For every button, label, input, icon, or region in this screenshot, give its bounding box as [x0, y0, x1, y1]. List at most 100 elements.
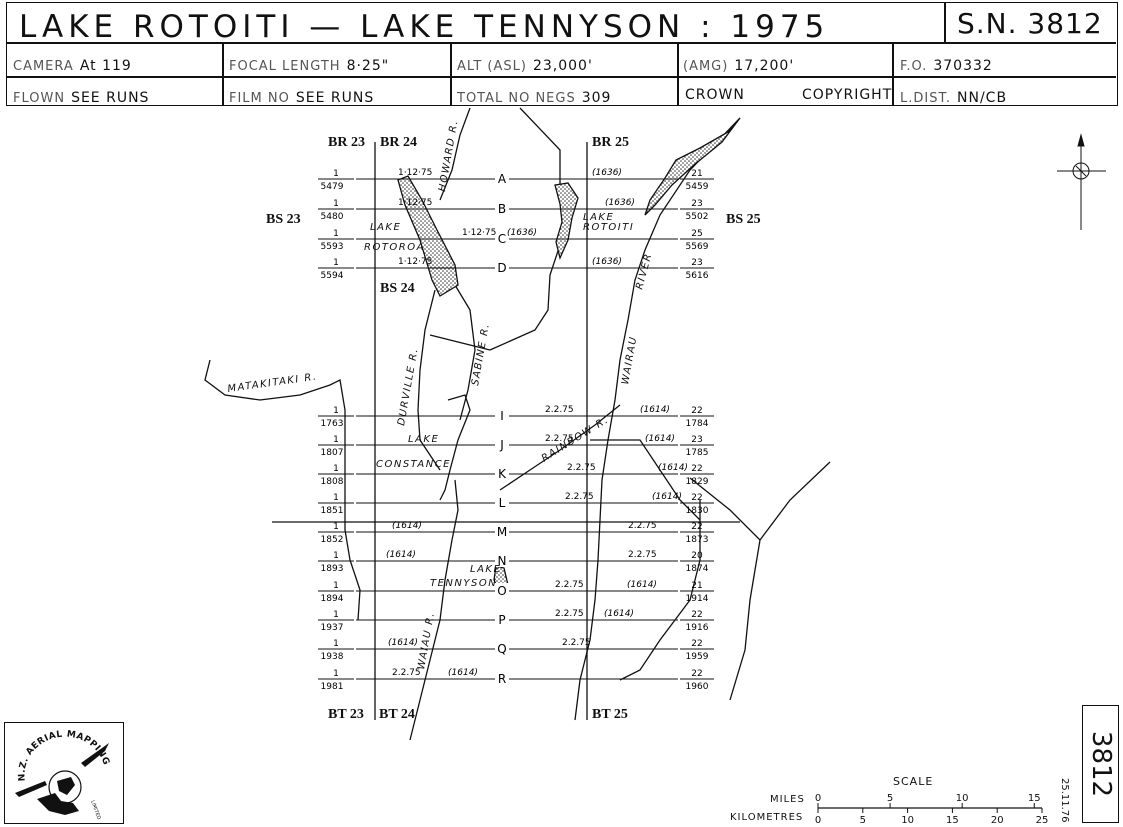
run-id-I: I — [500, 409, 504, 423]
run-left-neg: 1807 — [321, 448, 344, 458]
run-note: (1614) — [645, 434, 675, 444]
logo-subtext: LIMITED — [89, 800, 102, 821]
run-note: (1614) — [627, 580, 657, 590]
run-right-number: 22 — [691, 610, 702, 620]
nz-aerial-mapping-logo: N.Z. AERIAL MAPPING LIMITED — [4, 722, 124, 824]
run-right-number: 20 — [691, 551, 703, 561]
grid-bs25: BS 25 — [726, 212, 761, 227]
far-east-tributary — [729, 539, 761, 701]
run-letter-bg — [495, 641, 509, 655]
run-left-number: 1 — [333, 610, 339, 620]
grid-br25: BR 25 — [592, 135, 629, 150]
run-left-number: 1 — [333, 551, 339, 561]
run-id-M: M — [497, 525, 507, 539]
run-right-neg: 5459 — [686, 182, 709, 192]
run-note: (1636) — [592, 168, 622, 178]
run-note: 2.2.75 — [567, 463, 596, 473]
run-right-neg: 1873 — [686, 535, 709, 545]
lake-rotoroa — [397, 175, 459, 297]
camera-label: CAMERA — [13, 59, 74, 74]
run-left-neg: 1852 — [321, 535, 344, 545]
run-id-A: A — [498, 172, 507, 186]
label-lake-tennyson-2: TENNYSON — [430, 578, 497, 589]
run-left-number: 1 — [333, 435, 339, 445]
upper-tributary — [590, 439, 701, 521]
run-left-number: 1 — [333, 229, 339, 239]
run-right-neg: 1785 — [686, 448, 709, 458]
amg-cell: (AMG)17,200' — [683, 55, 794, 74]
howard-river — [439, 107, 471, 201]
run-letter-bg — [495, 612, 509, 626]
film-label: FILM NO — [229, 91, 290, 106]
run-left-number: 1 — [333, 669, 339, 679]
run-id-Q: Q — [497, 642, 506, 656]
run-note: (1614) — [640, 405, 670, 415]
run-id-D: D — [497, 261, 506, 275]
run-left-number: 1 — [333, 464, 339, 474]
grid-br23: BR 23 — [328, 135, 365, 150]
map-title: LAKE ROTOITI — LAKE TENNYSON : 1975 — [19, 9, 830, 45]
grid-bt24: BT 24 — [379, 707, 415, 722]
fo-label: F.O. — [900, 59, 928, 74]
run-id-P: P — [498, 613, 505, 627]
run-id-L: L — [499, 496, 506, 510]
run-note: (1614) — [386, 550, 416, 560]
run-note: 1·12·75 — [462, 228, 496, 238]
ldist-value: NN/CB — [957, 90, 1008, 106]
run-note: 2.2.75 — [628, 550, 657, 560]
run-right-number: 23 — [691, 258, 702, 268]
run-letter-bg — [495, 437, 509, 451]
run-letter-bg — [495, 260, 509, 274]
label-lake-constance-1: LAKE — [408, 434, 439, 445]
run-left-neg: 5593 — [321, 242, 344, 252]
scale-km-label: 10 — [901, 815, 914, 826]
run-note: 1·12·75 — [398, 168, 432, 178]
run-left-neg: 1894 — [321, 594, 344, 604]
run-note: 2.2.75 — [392, 668, 421, 678]
run-left-number: 1 — [333, 199, 339, 209]
run-letter-bg — [495, 408, 509, 422]
sortie-side-tab: 3812 — [1082, 705, 1119, 823]
run-left-neg: 1808 — [321, 477, 344, 487]
scale-date: 25.11.76 — [1059, 778, 1070, 823]
label-sabine-r: SABINE R. — [470, 322, 492, 387]
run-note: (1636) — [592, 257, 622, 267]
run-left-neg: 5480 — [321, 212, 344, 222]
run-right-number: 22 — [691, 464, 702, 474]
run-right-number: 22 — [691, 669, 702, 679]
logo-emblem-icon: N.Z. AERIAL MAPPING LIMITED — [15, 729, 111, 821]
run-id-B: B — [498, 202, 506, 216]
run-note: 1·12·75 — [398, 198, 432, 208]
flown-value: SEE RUNS — [71, 90, 150, 106]
run-note: (1614) — [658, 463, 688, 473]
amg-value: 17,200' — [734, 58, 795, 74]
grid-bt25: BT 25 — [592, 707, 628, 722]
scale-miles-label: MILES — [770, 794, 805, 805]
scale-mile-label: 0 — [815, 793, 821, 804]
run-id-J: J — [499, 438, 504, 452]
run-id-K: K — [498, 467, 507, 481]
scale-km-label: KILOMETRES — [730, 812, 803, 823]
run-letter-bg — [495, 553, 509, 567]
alt-label: ALT (ASL) — [457, 59, 527, 74]
sabine-river — [454, 284, 476, 421]
sortie-number: S.N. 3812 — [957, 7, 1103, 40]
label-lake-tennyson-1: LAKE — [470, 564, 501, 575]
run-right-neg: 5616 — [686, 271, 709, 281]
scale-km-label: 5 — [860, 815, 866, 826]
run-letter-bg — [495, 583, 509, 597]
run-note: 2.2.75 — [555, 580, 584, 590]
run-left-number: 1 — [333, 258, 339, 268]
north-arrow-icon — [1057, 133, 1106, 230]
run-right-neg: 5569 — [686, 242, 709, 252]
run-right-number: 23 — [691, 435, 702, 445]
run-right-number: 23 — [691, 199, 702, 209]
run-letter-bg — [495, 671, 509, 685]
run-right-number: 22 — [691, 493, 702, 503]
